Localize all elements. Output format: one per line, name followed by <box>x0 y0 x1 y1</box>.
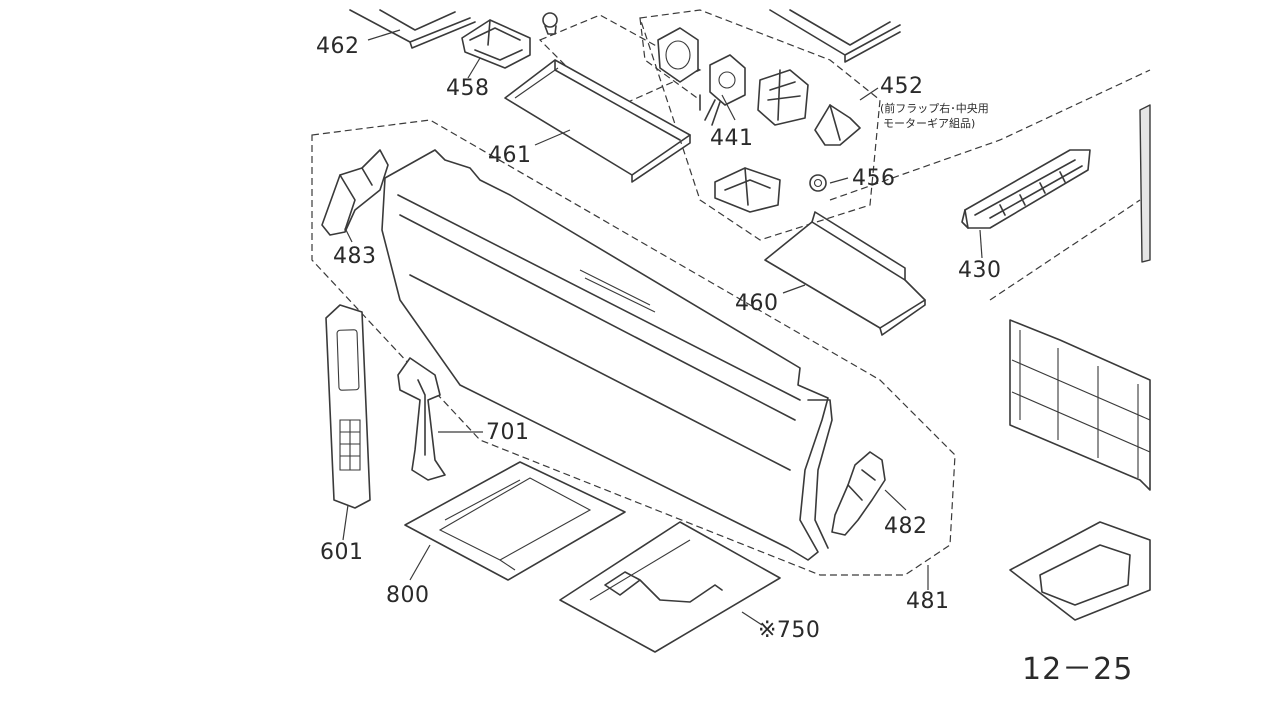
part-air-filter <box>1009 319 1151 491</box>
leader-461 <box>534 129 571 146</box>
part-462-shape <box>349 9 476 49</box>
part-452-arm <box>814 104 861 146</box>
part-label-430: 430 <box>958 258 1002 283</box>
part-456-knob <box>809 174 827 192</box>
part-right-edge-piece <box>1139 104 1151 263</box>
part-800-document-bag <box>404 461 626 581</box>
part-label-458: 458 <box>446 76 490 101</box>
part-label-462: 462 <box>316 34 360 59</box>
leader-430 <box>979 229 983 259</box>
part-label-483: 483 <box>333 244 377 269</box>
part-small-knob-top <box>542 12 558 35</box>
leader-482 <box>884 489 907 511</box>
group-boundary-flap-motors <box>639 9 881 241</box>
part-label-482: 482 <box>884 514 928 539</box>
part-label-750: ※750 <box>758 618 821 643</box>
part-441-motor <box>699 54 746 126</box>
leader-601 <box>342 504 349 541</box>
part-482-hinge <box>831 451 886 536</box>
part-label-701: 701 <box>486 420 530 445</box>
note-452-line1: (前フラップ右･中央用 <box>880 102 989 115</box>
leader-462 <box>367 29 401 41</box>
group-boundary-top-left <box>639 17 701 101</box>
part-481-front-panel <box>381 149 833 561</box>
part-label-481: 481 <box>906 589 950 614</box>
part-label-461: 461 <box>488 143 532 168</box>
part-441-bracket <box>714 167 781 213</box>
part-label-800: 800 <box>386 583 430 608</box>
part-flap-motor-a <box>657 27 699 83</box>
part-top-strip <box>769 9 901 63</box>
leader-452 <box>859 87 879 101</box>
part-452-gear-box <box>757 69 809 126</box>
part-label-456: 456 <box>852 166 896 191</box>
part-label-452: 452 <box>880 74 924 99</box>
part-label-601: 601 <box>320 540 364 565</box>
part-601-remote-control <box>325 304 371 509</box>
leader-750 <box>741 611 763 626</box>
leader-800 <box>409 544 431 581</box>
leader-458 <box>467 57 481 79</box>
page-number: 12－25 <box>1022 652 1134 687</box>
part-750-cable-bag <box>559 521 781 653</box>
part-bottom-right-tray <box>1009 521 1151 621</box>
part-label-441: 441 <box>710 126 754 151</box>
leader-460 <box>782 284 806 294</box>
group-boundary-right <box>829 69 1151 201</box>
part-label-460: 460 <box>735 291 779 316</box>
part-461-shape <box>504 59 691 183</box>
part-483-hinge <box>321 149 389 236</box>
part-430-shape <box>961 149 1091 229</box>
group-boundary-front-panel <box>311 119 956 576</box>
leader-441 <box>721 94 736 121</box>
leader-483 <box>344 227 353 243</box>
group-boundary-right-lower <box>989 199 1141 301</box>
leader-456 <box>829 177 849 184</box>
part-460-shape <box>764 211 926 336</box>
note-452-line2: モーターギア組品) <box>883 117 976 130</box>
part-458-shape <box>461 19 531 69</box>
part-701-bracket <box>397 357 446 481</box>
